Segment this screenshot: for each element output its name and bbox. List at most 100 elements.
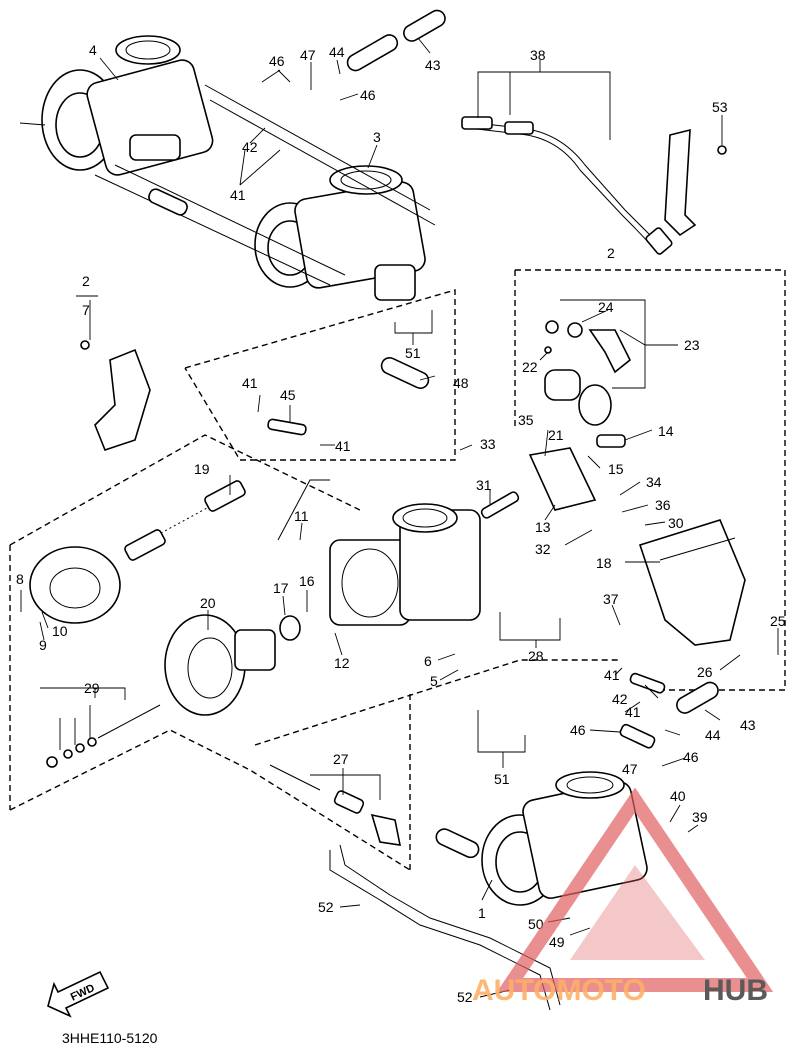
callout-53: 53 [712, 99, 728, 115]
callout-42: 42 [242, 139, 258, 155]
callout-29: 29 [84, 680, 100, 696]
carburetor-body-center [277, 479, 481, 626]
throttle-stop-27 [269, 764, 402, 846]
callout-41: 41 [230, 187, 246, 203]
bracket-53 [664, 128, 727, 237]
watermark-text-auto: AUTOMOTO [472, 974, 646, 1007]
diaphragm-20 [164, 614, 276, 716]
callout-52: 52 [457, 989, 473, 1005]
callout-36: 36 [655, 497, 671, 513]
callout-51: 51 [494, 771, 510, 787]
choke-linkage-52 [329, 844, 561, 1011]
watermark-logo: AUTOMOTO HUB [472, 787, 774, 1007]
callout-2: 2 [82, 273, 90, 289]
callout-9: 9 [39, 637, 47, 653]
callout-24: 24 [598, 299, 614, 315]
hose-43-top [346, 9, 446, 72]
callout-50: 50 [528, 916, 544, 932]
callout-38: 38 [530, 47, 546, 63]
callout-11: 11 [294, 508, 309, 524]
carburetor-1 [435, 771, 648, 906]
screw-31 [480, 491, 520, 519]
leader-lines [20, 37, 779, 998]
group-outline-carb-2 [184, 269, 786, 691]
jet-needle-assembly [544, 320, 632, 426]
callout-39: 39 [692, 809, 708, 825]
callout-1: 1 [478, 905, 486, 921]
callout-41: 41 [604, 667, 620, 683]
fitting-45 [267, 418, 307, 436]
callout-19: 19 [194, 461, 210, 477]
pilot-screw-set-29 [46, 704, 161, 768]
carburetor-4 [19, 35, 214, 176]
callout-10: 10 [52, 623, 68, 639]
callout-44: 44 [329, 44, 345, 60]
hose-48 [380, 357, 430, 389]
callout-15: 15 [608, 461, 624, 477]
top-cover-10 [29, 546, 121, 624]
spring-19 [124, 480, 246, 561]
callout-labels: 4 46 47 44 43 46 38 53 3 42 41 2 2 7 24 … [16, 42, 786, 1005]
callout-32: 32 [535, 541, 551, 557]
callout-49: 49 [549, 934, 565, 950]
callout-46: 46 [360, 87, 376, 103]
callout-21: 21 [548, 427, 564, 443]
callout-27: 27 [333, 751, 349, 767]
callout-44: 44 [705, 727, 721, 743]
callout-34: 34 [646, 474, 662, 490]
float-chamber-18 [638, 519, 746, 646]
callout-26: 26 [697, 664, 713, 680]
callout-47: 47 [622, 761, 638, 777]
fuel-link-rods [94, 84, 436, 286]
fitting-47-bottom [619, 723, 656, 749]
callout-47: 47 [300, 47, 316, 63]
callout-42: 42 [612, 691, 628, 707]
callout-17: 17 [273, 580, 289, 596]
callout-12: 12 [334, 655, 350, 671]
fwd-arrow-icon: FWD [47, 970, 110, 1018]
callout-46: 46 [683, 749, 699, 765]
callout-20: 20 [200, 595, 216, 611]
callout-41: 41 [242, 375, 258, 391]
callout-5: 5 [430, 673, 438, 689]
callout-8: 8 [16, 571, 24, 587]
callout-41: 41 [625, 704, 641, 720]
callout-18: 18 [596, 555, 612, 571]
callout-52: 52 [318, 899, 334, 915]
callout-48: 48 [453, 375, 469, 391]
callout-37: 37 [603, 591, 619, 607]
cap-17 [279, 615, 301, 641]
callout-35: 35 [518, 412, 534, 428]
watermark-text-hub: HUB [703, 974, 768, 1007]
callout-22: 22 [522, 359, 538, 375]
group-outline-carb-internals [9, 434, 620, 871]
callout-51: 51 [405, 345, 421, 361]
callout-4: 4 [89, 42, 97, 58]
plate-13 [528, 434, 626, 511]
callout-7: 7 [82, 302, 90, 318]
bracket-7 [80, 340, 151, 451]
callout-40: 40 [670, 788, 686, 804]
fitting-42 [629, 672, 666, 694]
callout-23: 23 [684, 337, 700, 353]
diagram-code: 3HHE110-5120 [62, 1030, 158, 1046]
callout-2: 2 [607, 245, 615, 261]
callout-3: 3 [373, 129, 381, 145]
callout-46: 46 [570, 722, 586, 738]
callout-16: 16 [299, 573, 315, 589]
callout-41: 41 [335, 438, 351, 454]
callout-6: 6 [424, 653, 432, 669]
callout-14: 14 [658, 423, 674, 439]
callout-30: 30 [668, 515, 684, 531]
callout-43: 43 [425, 57, 441, 73]
throttle-cable-38 [461, 116, 673, 255]
callout-25: 25 [770, 613, 786, 629]
callout-33: 33 [480, 436, 496, 452]
callout-45: 45 [280, 387, 296, 403]
callout-43: 43 [740, 717, 756, 733]
hose-43-right [676, 681, 719, 714]
carburetor-3 [254, 165, 426, 301]
callout-13: 13 [535, 519, 551, 535]
